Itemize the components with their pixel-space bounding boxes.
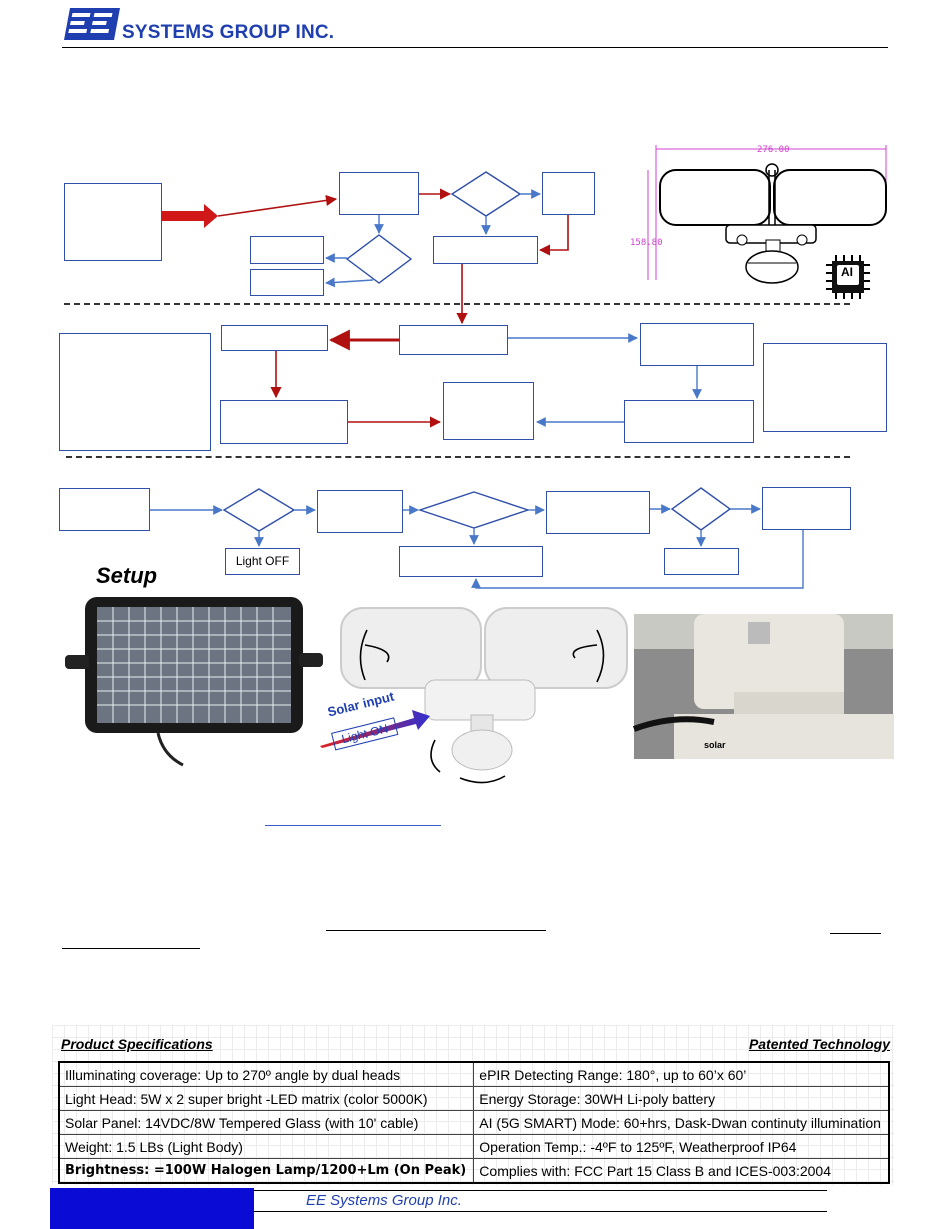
flow-box-side-note-right [763,343,887,432]
footer-company: EE Systems Group Inc. [306,1192,462,1209]
flow-box-output-b [250,269,324,296]
spec-row: Brightness: =100W Halogen Lamp/1200+Lm (… [58,1158,890,1184]
installed-lamp-photo [632,614,894,759]
dimension-height-label: 158.80 [630,238,663,248]
flow-box-r2-right [640,323,754,366]
link-underline-1[interactable] [265,825,441,826]
flow-box-input [64,183,162,261]
flow-box-r3-b [317,490,403,533]
spec-cell-right: ePIR Detecting Range: 180°, up to 60’x 6… [473,1061,890,1087]
flow-box-side-note-left [59,333,211,451]
light-off-label: Light OFF [225,548,300,575]
flow-box-step2 [542,172,595,215]
spec-title-left: Product Specifications [61,1036,213,1052]
setup-heading: Setup [96,563,158,588]
flow-box-output-a [250,236,324,264]
flow-box-r3-c [546,491,650,534]
link-underline-2[interactable] [326,930,546,931]
header-rule [62,47,888,48]
solar-input-arrow [320,710,430,748]
dimension-width-label: 276.00 [757,145,790,155]
flow-box-r2-bottom-left [220,400,348,444]
spec-row: Solar Panel: 14VDC/8W Tempered Glass (wi… [58,1110,890,1135]
link-underline-4[interactable] [62,948,200,949]
footer-rule-top [254,1190,827,1191]
spec-cell-right: Complies with: FCC Part 15 Class B and I… [473,1158,890,1184]
flow-box-r2-bottom-right [624,400,754,443]
flow-box-r2-bottom-center [443,382,534,440]
flow-box-r2-center [399,325,508,355]
ai-chip-label: AI [841,265,853,279]
flow-box-merge [433,236,538,264]
flow-box-r3-end [762,487,851,530]
flow-box-r2-a [221,325,328,351]
spec-cell-left: Solar Panel: 14VDC/8W Tempered Glass (wi… [58,1110,475,1135]
flow-box-r3-merge [399,546,543,577]
spec-cell-left: Brightness: =100W Halogen Lamp/1200+Lm (… [58,1158,475,1184]
spec-cell-right: Energy Storage: 30WH Li-poly battery [473,1086,890,1111]
spec-cell-right: Operation Temp.: -4ºF to 125ºF, Weatherp… [473,1134,890,1159]
solar-panel-photo [65,597,323,767]
lamp-photo [340,607,628,784]
footer-color-bar [50,1188,254,1229]
spec-cell-right: AI (5G SMART) Mode: 60+hrs, Dask-Dwan co… [473,1110,890,1135]
company-name: SYSTEMS GROUP INC. [122,22,335,43]
section-divider-1 [64,303,850,305]
section-divider-2 [66,456,850,458]
flow-box-r3-start [59,488,150,531]
spec-cell-left: Weight: 1.5 LBs (Light Body) [58,1134,475,1159]
flow-box-r3-small [664,548,739,575]
lamp-dimension-drawing [647,145,887,284]
spec-title-right: Patented Technology [748,1036,890,1052]
company-logo [64,8,120,40]
spec-row: Light Head: 5W x 2 super bright -LED mat… [58,1086,890,1111]
spec-row: Weight: 1.5 LBs (Light Body) Operation T… [58,1134,890,1159]
spec-cell-left: Illuminating coverage: Up to 270º angle … [58,1061,475,1087]
spec-row: Illuminating coverage: Up to 270º angle … [58,1061,890,1087]
flow-box-step1 [339,172,419,215]
spec-table: Illuminating coverage: Up to 270º angle … [58,1061,890,1184]
photo-solar-label: solar [704,740,726,750]
footer-rule-bottom [254,1211,827,1212]
ai-chip-icon [826,255,870,299]
spec-cell-left: Light Head: 5W x 2 super bright -LED mat… [58,1086,475,1111]
link-underline-3[interactable] [830,933,881,934]
